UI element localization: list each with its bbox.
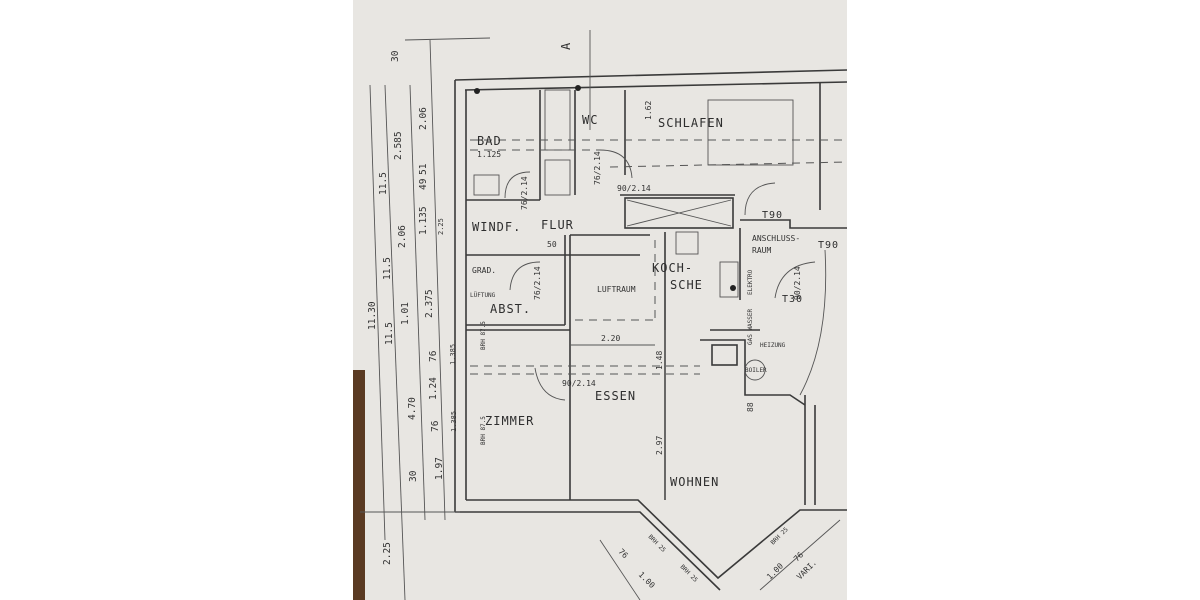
room-schlafen: SCHLAFEN [658,116,724,130]
room-anschlussraum: ANSCHLUSS- [752,234,800,243]
section-marker: A [559,42,573,50]
dim: 30 [390,50,401,62]
label-boiler: BOILER [745,367,767,374]
dim: 1.01 [400,302,411,325]
dim: 50 [547,240,557,249]
marker-dot [474,88,480,94]
dim: BRH 87.5 [480,416,487,445]
room-anschlussraum-2: RAUM [752,246,771,255]
door-labels: T90 T90 T30 76/2.14 90/2.14 76/2.14 76/2… [520,151,839,388]
dim: 11.5 [382,257,393,280]
dim: 88 [746,402,755,412]
room-essen: ESSEN [595,389,636,403]
dim: 2.25 [437,218,445,235]
dim: 1.97 [434,457,445,480]
dim: 11.5 [378,172,389,195]
door-wc-size: 76/2.14 [593,151,602,185]
dim: 1.24 [428,377,439,400]
room-abstellraum: ABST. [490,302,531,316]
dim: 51 [418,163,429,175]
dim: 11.30 [367,301,378,330]
room-kueche: KOCH- [652,261,693,275]
room-labels: BAD WC SCHLAFEN WINDF. FLUR ANSCHLUSS- R… [470,113,800,489]
dim: 2.375 [424,289,435,318]
label-grad: GRAD. [472,266,496,275]
door-bad-size: 76/2.14 [520,176,529,210]
dim: BRH 87.5 [480,321,487,350]
dim: 2.06 [397,225,408,248]
walls [454,69,848,591]
dim: 1.125 [477,150,501,159]
door-flur-size: 90/2.14 [617,184,651,193]
dim: 1.00 [765,561,785,581]
dim: 1.62 [644,101,653,120]
dim: 11.5 [384,322,395,345]
dim: BRH 25 [769,526,790,547]
dim: 1.385 [449,344,457,365]
dim: 4.70 [407,397,418,420]
label-lueftung: LÜFTUNG [470,292,496,299]
door-swings [504,149,816,401]
dim: 49 [418,178,429,190]
door-abst-size: 76/2.14 [533,266,542,300]
room-wohnen: WOHNEN [670,475,719,489]
room-bad: BAD [477,134,502,148]
door-t30: T30 [782,294,803,305]
label-heizung: HEIZUNG [760,342,786,349]
table-edge [353,370,365,600]
dim: 2.97 [655,436,664,455]
door-essen-size: 90/2.14 [562,379,596,388]
dimension-lines [360,30,841,600]
room-windfang: WINDF. [472,220,521,234]
label-gas-wasser: GAS WASSER [747,308,754,345]
room-flur: FLUR [541,218,574,232]
room-zimmer: ZIMMER [485,414,534,428]
dim: 76 [430,420,441,432]
dim: 1.00 [637,570,657,590]
room-luftraum: LUFTRAUM [597,285,636,294]
dim: 2.20 [601,334,620,343]
room-wc: WC [582,113,598,127]
dim: 76 [428,350,439,362]
marker-dot [575,85,581,91]
dim: 1.385 [450,411,458,432]
label-elektro: ELEKTRO [747,269,754,295]
room-kueche-2: SCHE [670,278,703,292]
dim: 2.585 [393,131,404,160]
dim: 1.135 [418,206,429,235]
hidden-lines [470,139,848,375]
dim: 2.25 [382,542,393,565]
dim: 76 [617,547,630,560]
door-t90: T90 [762,210,783,221]
door-t90-2: T90 [818,240,839,251]
dim: 2.06 [418,107,429,130]
dim: 1.48 [655,351,664,370]
dim: 30 [408,470,419,482]
marker-dot [730,285,736,291]
door-anschluss-size: 90/2.14 [793,266,802,300]
